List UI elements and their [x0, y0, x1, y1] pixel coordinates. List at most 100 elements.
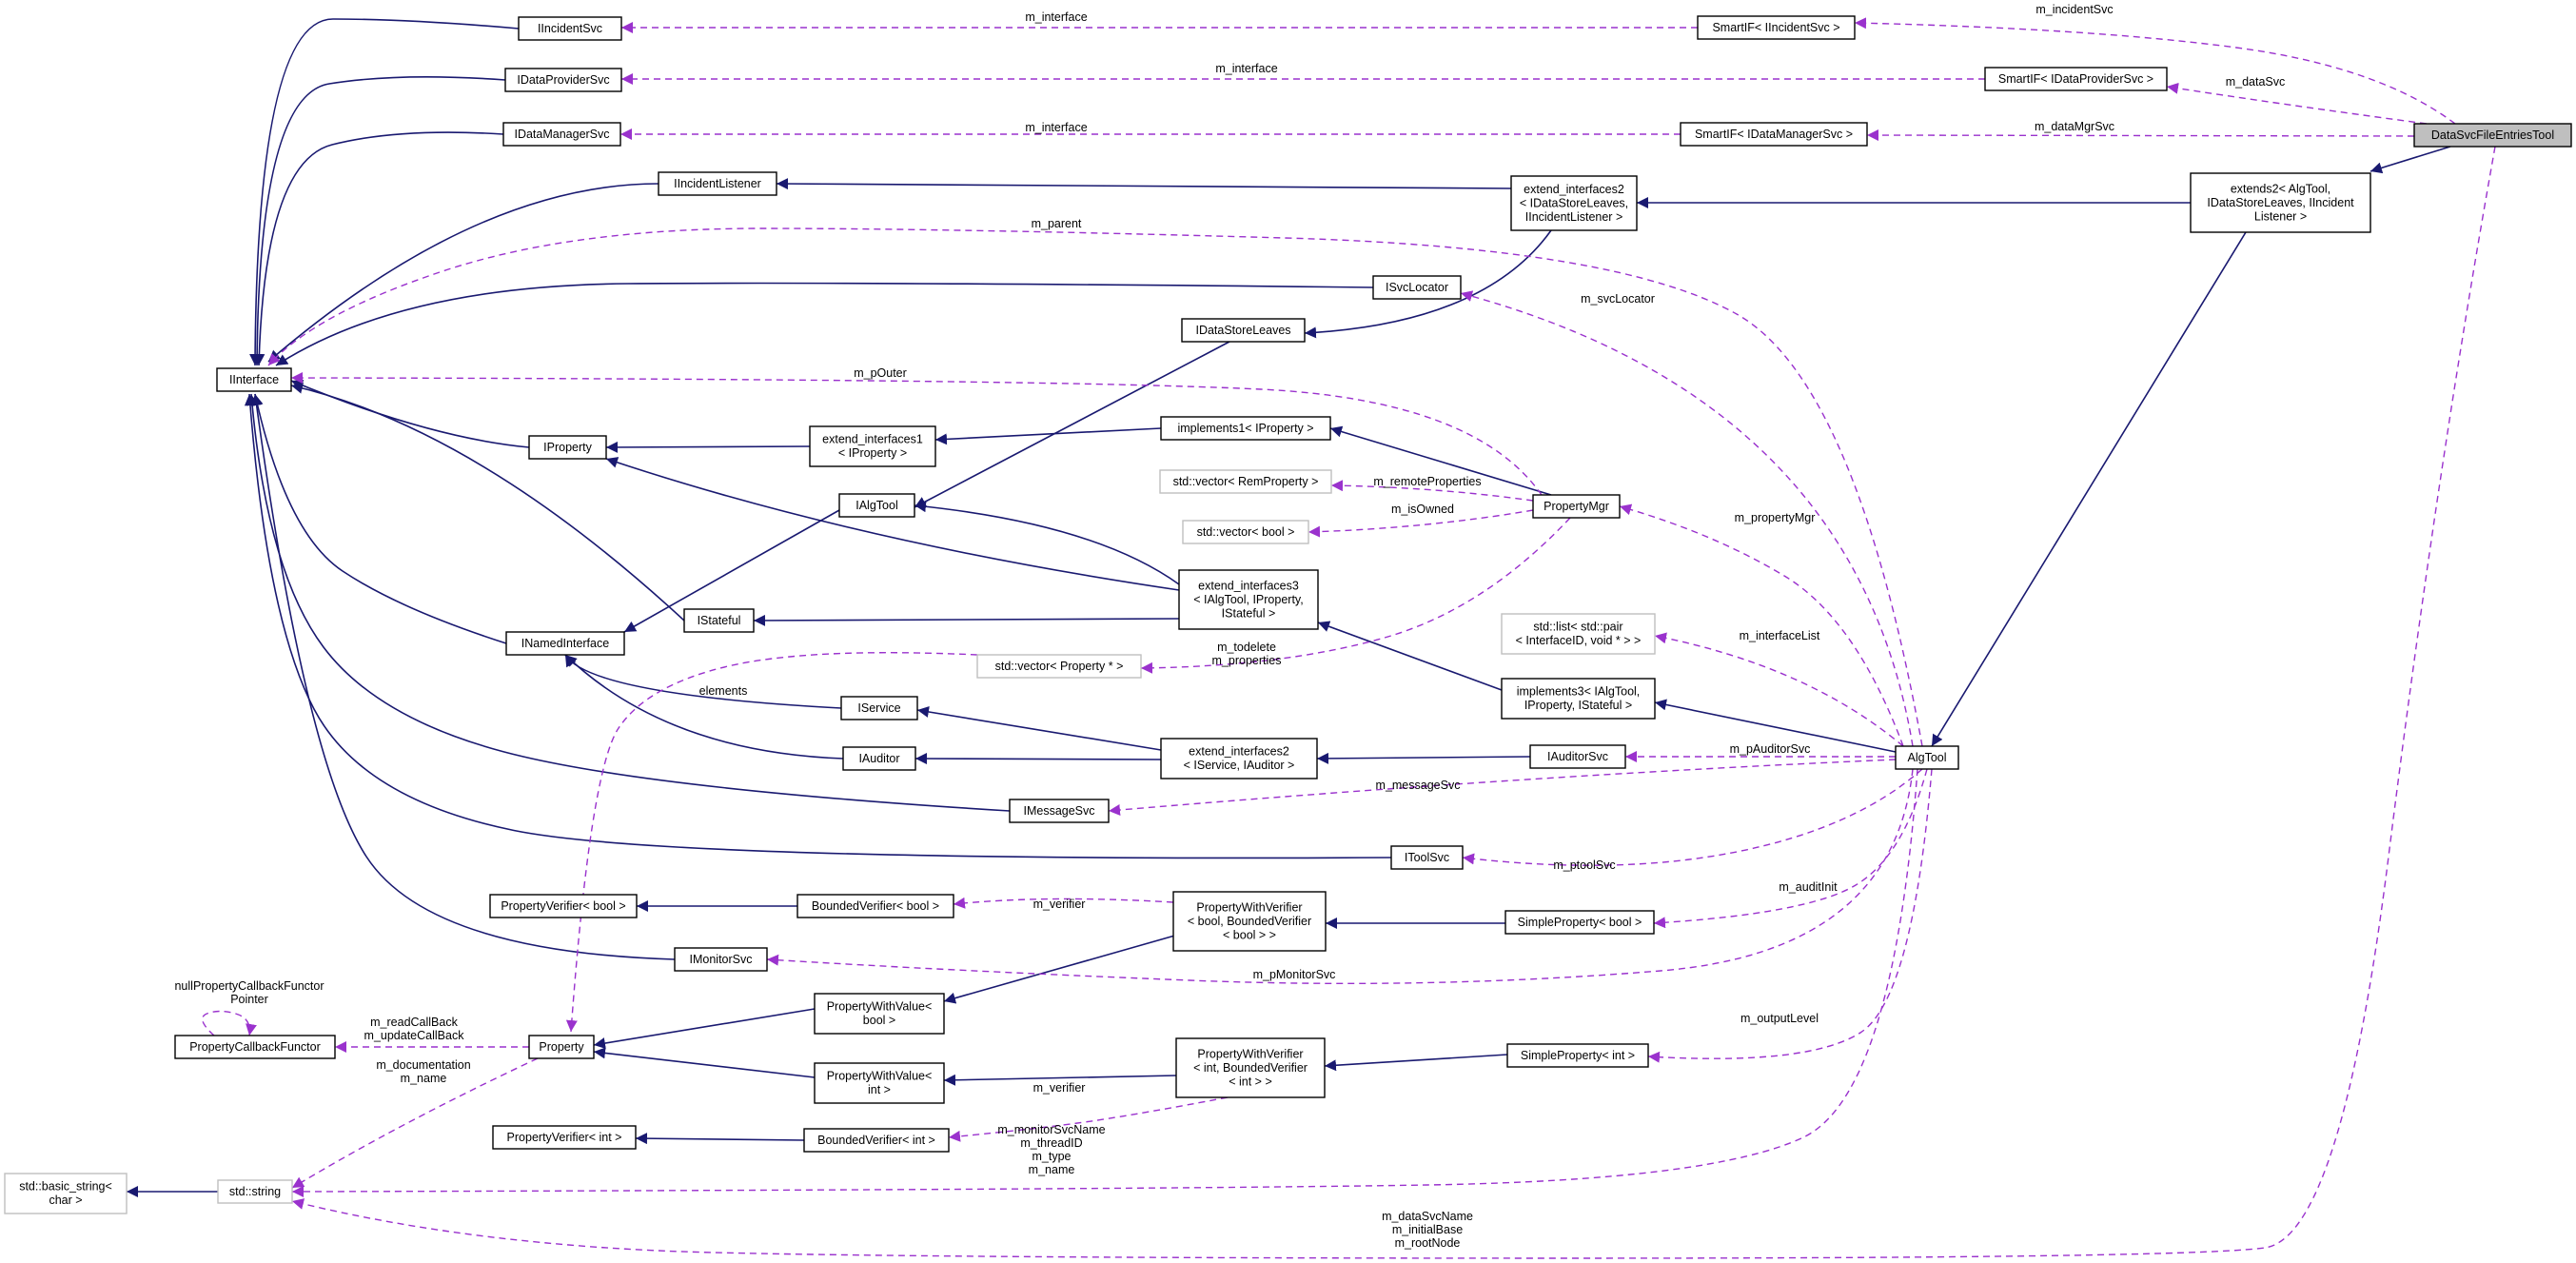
class-node-std-string[interactable]: std::string	[217, 1179, 293, 1204]
edge-line	[1654, 699, 1897, 753]
node-label: IProperty	[543, 441, 592, 454]
class-node-isvc-locator[interactable]: ISvcLocator	[1372, 275, 1462, 300]
class-node-property-mgr[interactable]: PropertyMgr	[1532, 494, 1621, 519]
class-node-simple-prop-int[interactable]: SimpleProperty< int >	[1506, 1043, 1649, 1068]
class-node-pwvalue-int[interactable]: PropertyWithValue<int >	[814, 1062, 945, 1104]
edge-line	[1647, 768, 1933, 1063]
class-node-smart-ifmanager[interactable]: SmartIF< IDataManagerSvc >	[1680, 122, 1868, 147]
class-node-prop-verifier-int[interactable]: PropertyVerifier< int >	[492, 1125, 637, 1150]
node-box	[216, 367, 292, 392]
class-node-basic-string[interactable]: std::basic_string<char >	[4, 1173, 128, 1214]
class-node-iauditor-svc[interactable]: IAuditorSvc	[1529, 744, 1626, 769]
class-node-smart-ifprovider[interactable]: SmartIF< IDataProviderSvc >	[1984, 67, 2168, 91]
class-node-extend-interfaces2a[interactable]: extend_interfaces2< IDataStoreLeaves,IIn…	[1510, 175, 1638, 231]
node-box	[518, 16, 622, 41]
edge-line	[1866, 129, 2415, 142]
node-label: < bool, BoundedVerifier	[1188, 915, 1311, 928]
class-node-list-pair[interactable]: std::list< std::pair< InterfaceID, void …	[1501, 613, 1656, 655]
node-label: IDataManagerSvc	[514, 128, 609, 141]
node-label: extends2< AlgTool,	[2231, 182, 2330, 195]
class-node-iincident-listener[interactable]: IIncidentListener	[658, 171, 777, 196]
node-label: extend_interfaces2	[1524, 183, 1624, 196]
edge-line	[1460, 290, 1914, 747]
class-node-pwvbool[interactable]: PropertyWithVerifier< bool, BoundedVerif…	[1172, 891, 1327, 952]
inheritance-edge-pwvalue-int-to-property	[593, 1047, 816, 1078]
edge-label: m_parent	[1032, 217, 1082, 230]
node-label: SimpleProperty< bool >	[1518, 916, 1642, 929]
class-node-istateful[interactable]: IStateful	[683, 608, 755, 633]
edge-label: m_threadID	[1020, 1136, 1082, 1150]
usage-edge-property-mgr-to-vec-rem-prop	[1330, 480, 1534, 502]
edge-line	[290, 372, 1543, 496]
class-node-iservice[interactable]: IService	[840, 696, 918, 720]
class-node-itool-svc[interactable]: IToolSvc	[1390, 845, 1464, 870]
class-node-ialg-tool[interactable]: IAlgTool	[838, 493, 915, 518]
class-node-property[interactable]: Property	[528, 1035, 595, 1059]
class-node-bounded-verifier-bool[interactable]: BoundedVerifier< bool >	[796, 894, 954, 918]
node-label: PropertyWithVerifier	[1196, 900, 1302, 914]
edge-line	[1316, 752, 1531, 764]
node-box	[1160, 416, 1331, 441]
class-node-imessage-svc[interactable]: IMessageSvc	[1009, 799, 1110, 823]
node-box	[1984, 67, 2168, 91]
class-node-vec-rem-prop[interactable]: std::vector< RemProperty >	[1159, 469, 1332, 494]
class-node-pwvalue-bool[interactable]: PropertyWithValue<bool >	[814, 993, 945, 1035]
class-node-iinterface[interactable]: IInterface	[216, 367, 292, 392]
edge-line	[564, 654, 844, 760]
class-node-inamed-interface[interactable]: INamedInterface	[505, 631, 625, 656]
class-node-idata-provider-svc[interactable]: IDataProviderSvc	[504, 68, 622, 92]
class-node-prop-callback-functor[interactable]: PropertyCallbackFunctor	[174, 1035, 336, 1059]
class-node-imonitor-svc[interactable]: IMonitorSvc	[674, 947, 768, 972]
class-node-extend-interfaces3[interactable]: extend_interfaces3< IAlgTool, IProperty,…	[1178, 569, 1319, 630]
node-label: IInterface	[229, 373, 279, 386]
class-node-idata-manager-svc[interactable]: IDataManagerSvc	[502, 122, 621, 147]
edge-line	[290, 382, 685, 622]
edge-label: m_pOuter	[854, 366, 907, 380]
edge-label: m_incidentSvc	[2035, 3, 2113, 16]
class-node-smart-ifincident[interactable]: SmartIF< IIncidentSvc >	[1697, 15, 1856, 40]
class-node-bounded-verifier-int[interactable]: BoundedVerifier< int >	[803, 1128, 950, 1153]
edge-label: m_documentation	[376, 1058, 470, 1072]
edge-line	[948, 1096, 1229, 1142]
class-node-extends2[interactable]: extends2< AlgTool,IDataStoreLeaves, IInc…	[2190, 172, 2371, 233]
edge-label: m_monitorSvcName	[997, 1123, 1105, 1136]
inheritance-edge-extend-interfaces2a-to-idata-store-leaves	[1304, 229, 1552, 339]
usage-edge-property-mgr-to-iinterface	[290, 372, 1543, 496]
usage-edge-alg-tool-to-property-mgr	[1619, 503, 1904, 747]
edge-label: m_interface	[1025, 10, 1087, 24]
edge-line	[565, 652, 978, 1033]
edge-line	[914, 341, 1230, 508]
node-box	[796, 894, 954, 918]
edge-label: m_interfaceList	[1740, 629, 1820, 642]
class-node-iproperty[interactable]: IProperty	[528, 435, 607, 460]
node-label: SimpleProperty< int >	[1521, 1049, 1635, 1062]
class-node-iincident-svc[interactable]: IIncidentSvc	[518, 16, 622, 41]
usage-edge-property-mgr-to-vec-bool	[1308, 509, 1534, 538]
edge-line	[916, 706, 1162, 751]
node-label: std::basic_string<	[19, 1180, 112, 1194]
edge-label: m_svcLocator	[1581, 292, 1655, 306]
class-node-data-svc-file-entries-tool[interactable]: DataSvcFileEntriesTool	[2413, 123, 2572, 148]
edge-line	[914, 753, 1162, 765]
edge-line	[202, 1010, 257, 1036]
class-node-idata-store-leaves[interactable]: IDataStoreLeaves	[1181, 318, 1306, 343]
inheritance-edge-iauditor-svc-to-extend-interfaces2b	[1316, 752, 1531, 764]
edge-label: elements	[699, 684, 748, 698]
class-node-prop-verifier-bool[interactable]: PropertyVerifier< bool >	[489, 894, 638, 918]
inheritance-edge-extends2-to-alg-tool	[1931, 231, 2247, 747]
class-node-alg-tool[interactable]: AlgTool	[1895, 745, 1959, 770]
class-node-implements3[interactable]: implements3< IAlgTool,IProperty, IStatef…	[1501, 678, 1656, 720]
class-node-extend-interfaces1[interactable]: extend_interfaces1< IProperty >	[809, 425, 936, 467]
class-node-vec-bool[interactable]: std::vector< bool >	[1182, 520, 1309, 544]
class-node-extend-interfaces2b[interactable]: extend_interfaces2< IService, IAuditor >	[1160, 738, 1318, 780]
class-node-vec-prop-ptr[interactable]: std::vector< Property * >	[976, 654, 1142, 679]
node-label: PropertyVerifier< bool >	[501, 899, 625, 913]
node-box	[504, 68, 622, 92]
class-node-iauditor[interactable]: IAuditor	[842, 746, 916, 771]
class-node-pwvint[interactable]: PropertyWithVerifier< int, BoundedVerifi…	[1175, 1037, 1326, 1098]
class-node-simple-prop-bool[interactable]: SimpleProperty< bool >	[1504, 910, 1655, 935]
edge-label: m_readCallBack	[370, 1016, 458, 1029]
node-box	[1697, 15, 1856, 40]
class-node-implements1[interactable]: implements1< IProperty >	[1160, 416, 1331, 441]
